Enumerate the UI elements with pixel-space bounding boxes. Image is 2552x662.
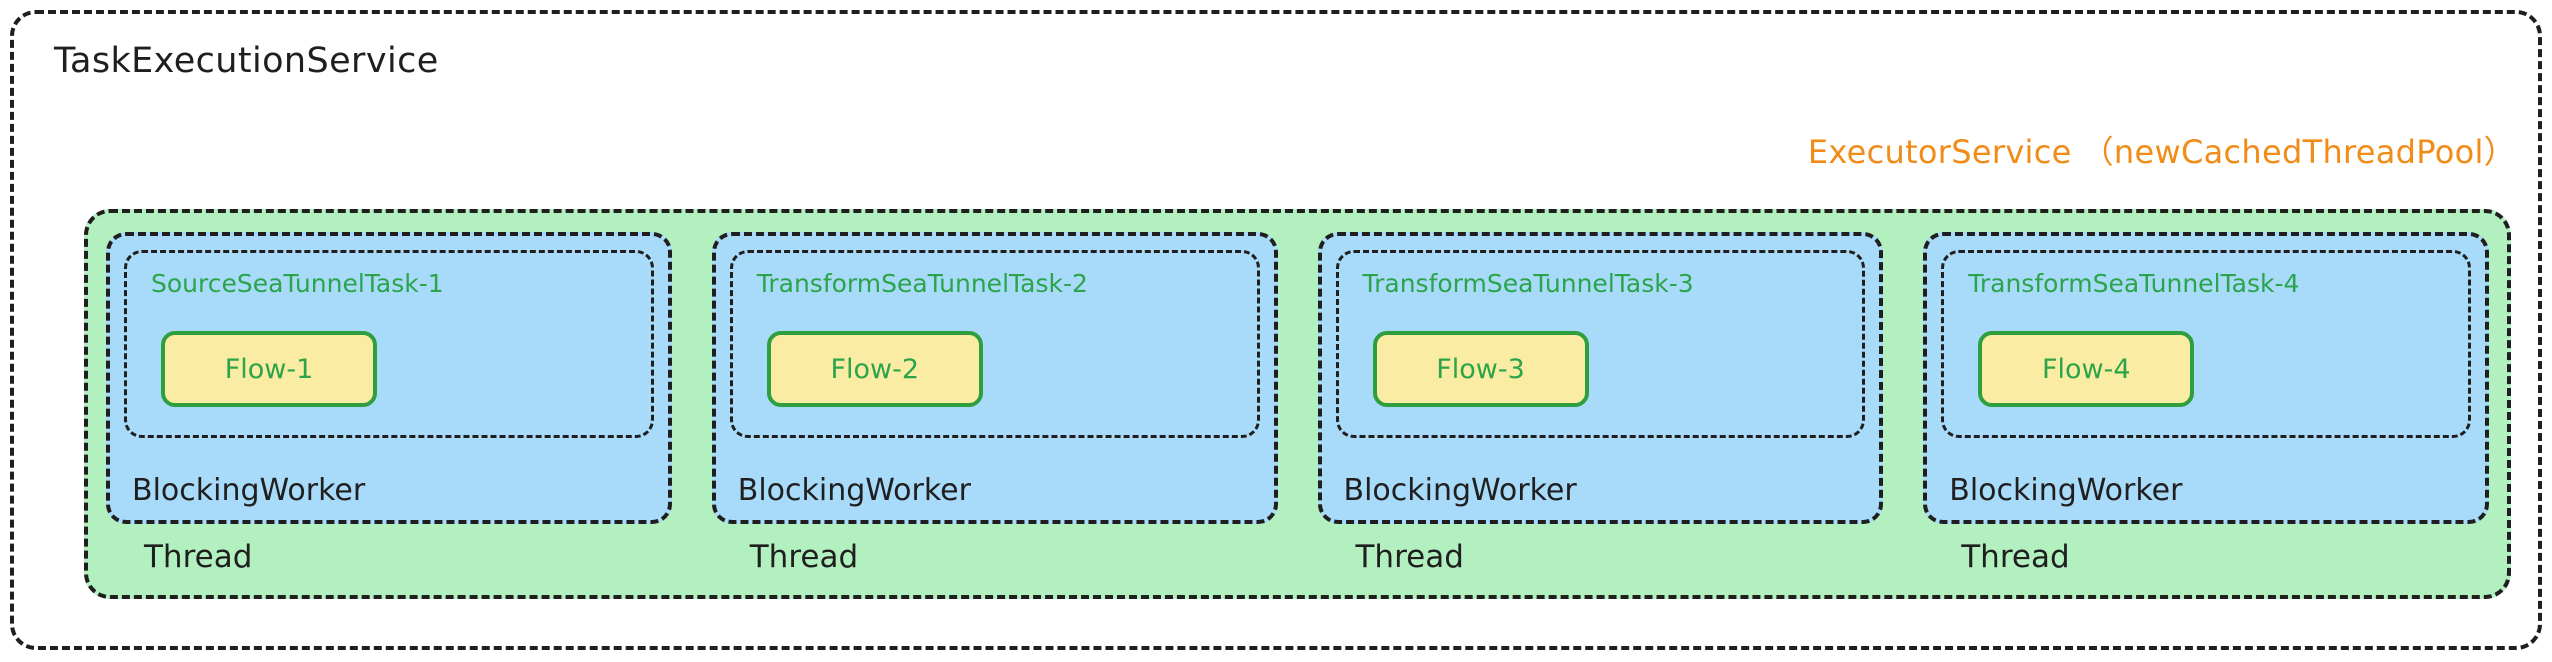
executor-service-caption: ExecutorService（newCachedThreadPool） [1808, 136, 2516, 168]
executor-service-thread-pool: SourceSeaTunnelTask-1 Flow-1 BlockingWor… [84, 209, 2511, 599]
blocking-worker-box: TransformSeaTunnelTask-4 Flow-4 Blocking… [1923, 232, 2489, 524]
executor-service-pool-type: （newCachedThreadPool） [2081, 133, 2516, 171]
blocking-worker-box: TransformSeaTunnelTask-2 Flow-2 Blocking… [711, 232, 1278, 524]
executor-service-label: ExecutorService [1807, 133, 2072, 171]
blocking-worker-label: BlockingWorker [737, 473, 971, 508]
seatunnel-task-box: SourceSeaTunnelTask-1 Flow-1 [124, 250, 654, 438]
seatunnel-task-label: TransformSeaTunnelTask-3 [1362, 269, 1694, 298]
thread-label: Thread [144, 539, 253, 575]
seatunnel-task-box: TransformSeaTunnelTask-3 Flow-3 [1335, 250, 1866, 438]
thread-column: TransformSeaTunnelTask-2 Flow-2 Blocking… [711, 232, 1278, 595]
thread-column: TransformSeaTunnelTask-4 Flow-4 Blocking… [1923, 232, 2489, 595]
blocking-worker-box: TransformSeaTunnelTask-3 Flow-3 Blocking… [1317, 232, 1884, 524]
thread-column: TransformSeaTunnelTask-3 Flow-3 Blocking… [1317, 232, 1884, 595]
thread-label: Thread [1961, 539, 2070, 575]
thread-label: Thread [1355, 539, 1464, 575]
flow-label: Flow-3 [1436, 353, 1525, 385]
seatunnel-task-label: SourceSeaTunnelTask-1 [151, 269, 444, 298]
blocking-worker-label: BlockingWorker [132, 473, 366, 508]
flow-chip: Flow-3 [1372, 331, 1589, 407]
blocking-worker-label: BlockingWorker [1343, 473, 1577, 508]
task-execution-service-container [10, 10, 2542, 650]
flow-chip: Flow-4 [1978, 331, 2195, 407]
flow-chip: Flow-1 [161, 331, 377, 407]
blocking-worker-box: SourceSeaTunnelTask-1 Flow-1 BlockingWor… [106, 232, 672, 524]
flow-chip: Flow-2 [766, 331, 983, 407]
flow-label: Flow-2 [830, 353, 920, 385]
flow-label: Flow-1 [224, 353, 314, 385]
blocking-worker-label: BlockingWorker [1949, 473, 2183, 508]
flow-label: Flow-4 [2041, 353, 2131, 385]
seatunnel-task-label: TransformSeaTunnelTask-4 [1968, 269, 2300, 298]
seatunnel-task-label: TransformSeaTunnelTask-2 [756, 269, 1088, 298]
seatunnel-task-box: TransformSeaTunnelTask-2 Flow-2 [729, 250, 1260, 438]
thread-label: Thread [749, 539, 859, 575]
task-execution-service-title: TaskExecutionService [54, 41, 439, 81]
thread-list: SourceSeaTunnelTask-1 Flow-1 BlockingWor… [88, 213, 2507, 595]
seatunnel-task-box: TransformSeaTunnelTask-4 Flow-4 [1941, 250, 2471, 438]
thread-column: SourceSeaTunnelTask-1 Flow-1 BlockingWor… [106, 232, 672, 595]
